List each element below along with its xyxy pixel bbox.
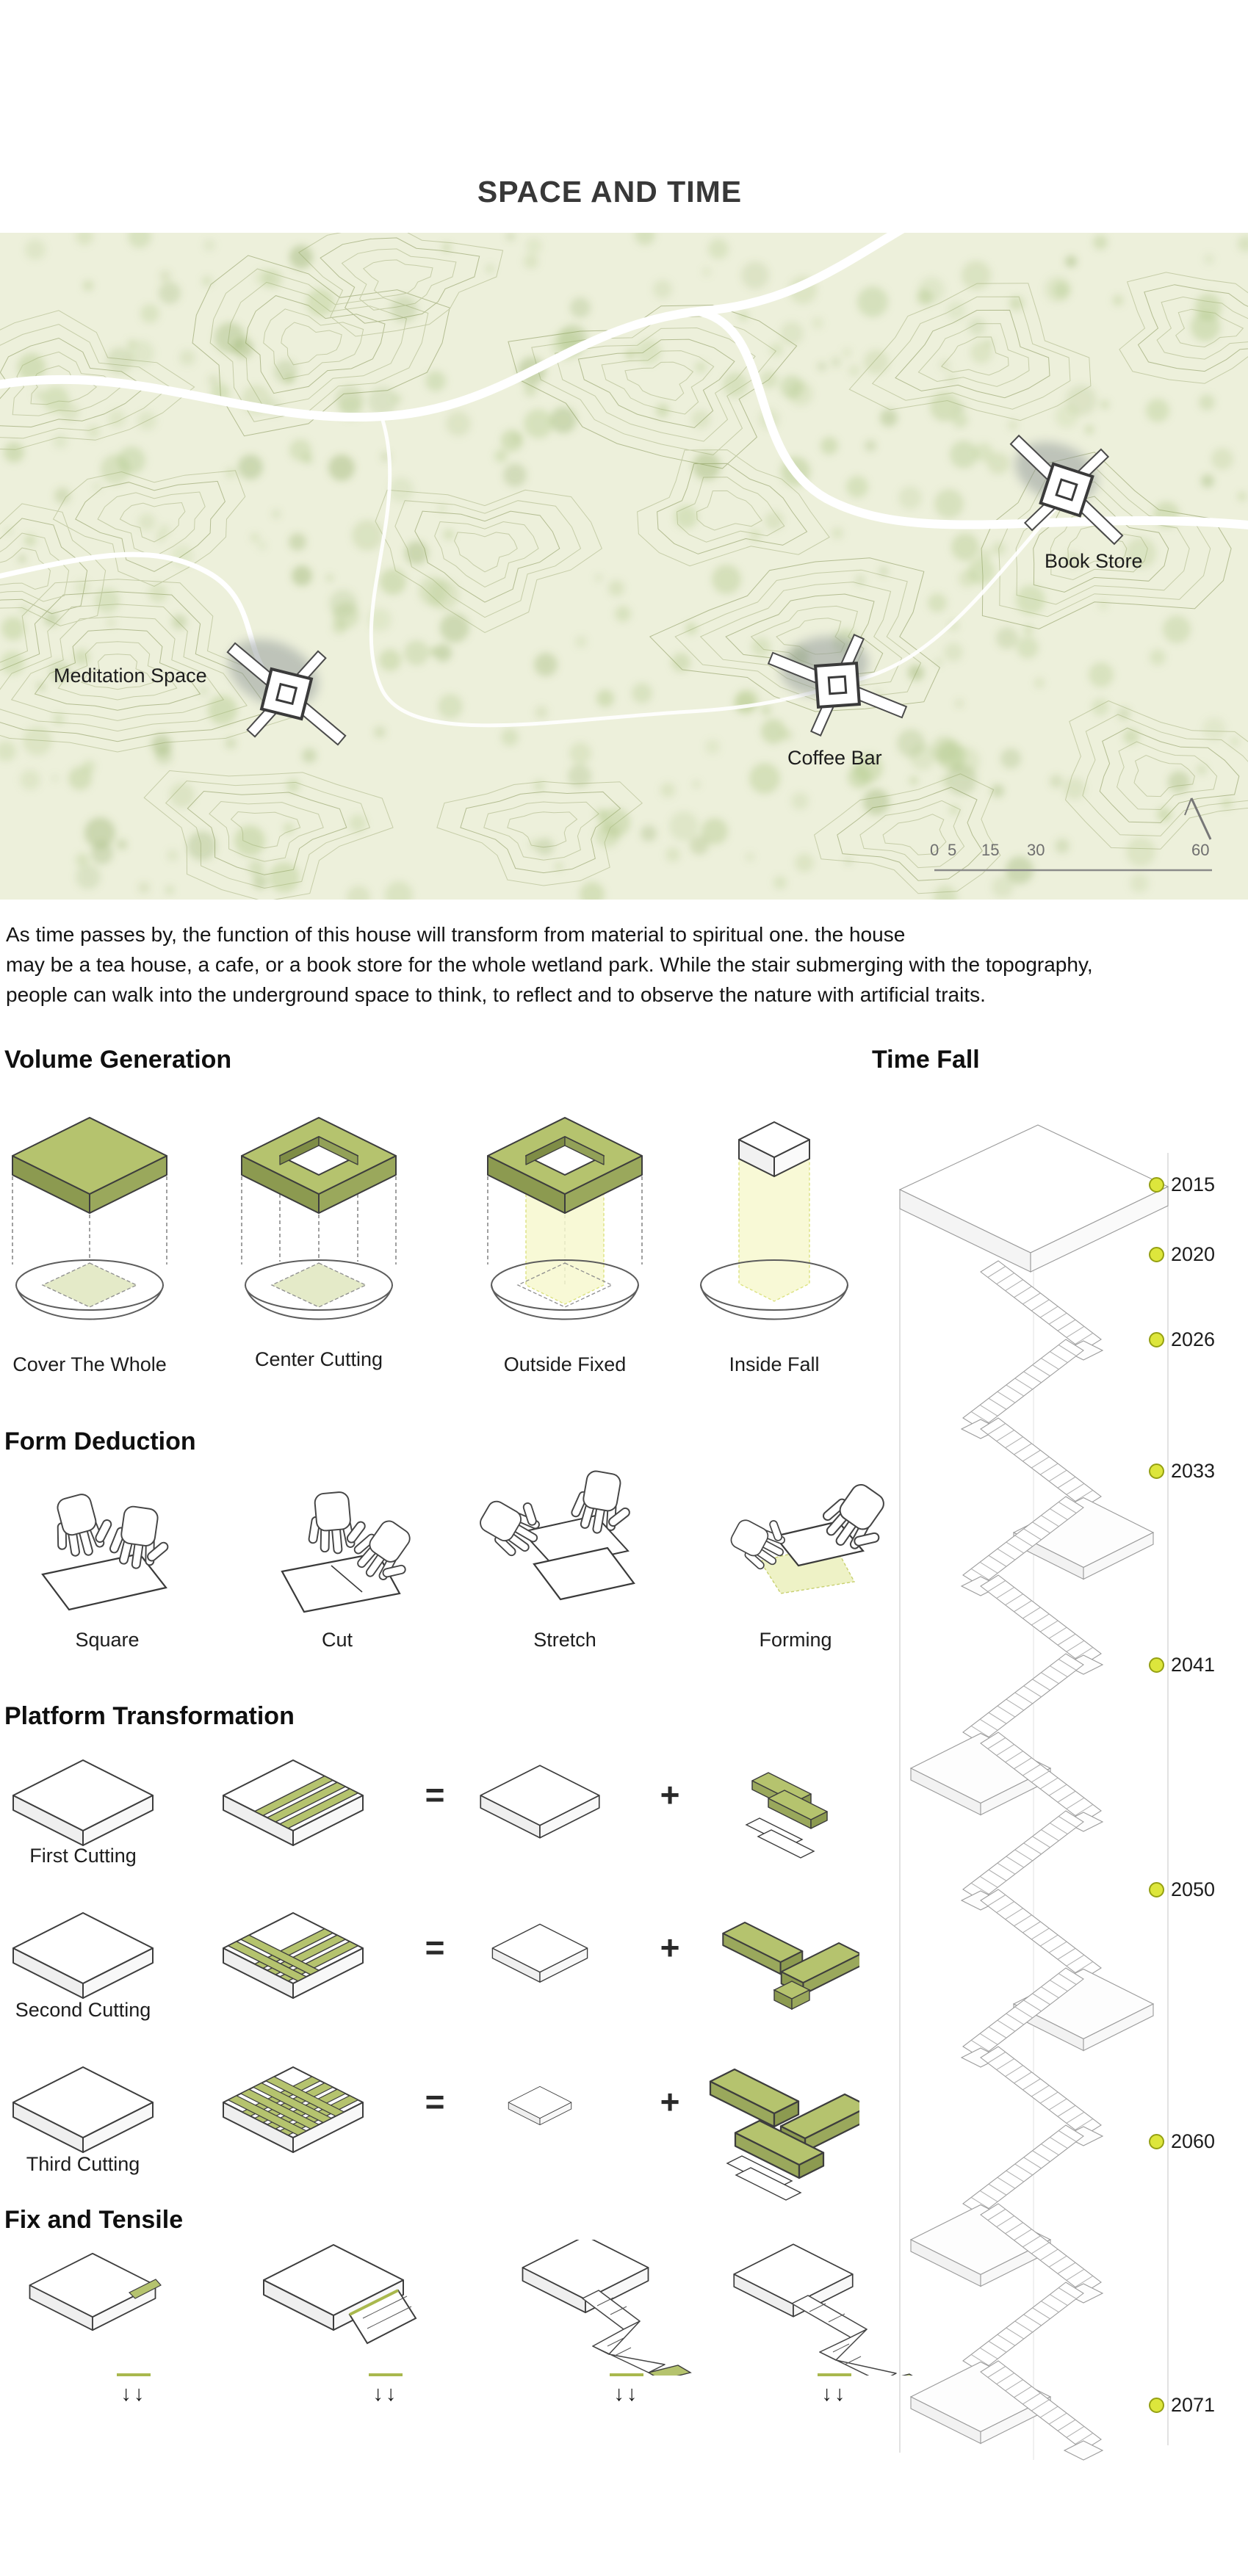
year-label: 2060 xyxy=(1171,2130,1216,2152)
poster-title: SPACE AND TIME xyxy=(477,175,743,209)
year-label: 2015 xyxy=(1171,1173,1216,1195)
map-label-coffee: Coffee Bar xyxy=(787,747,882,769)
year-marker-2041: 2041 xyxy=(1149,1654,1215,1676)
year-dot xyxy=(1149,1177,1164,1193)
diagram-outside-fixed xyxy=(487,1117,643,1320)
description: As time passes by, the function of this … xyxy=(6,919,1243,1010)
platform-row-label-0: First Cutting xyxy=(29,1845,137,1867)
scale-tick-0: 0 xyxy=(930,841,939,859)
diagram-center-cutting xyxy=(241,1117,397,1320)
plus-operator-row1: + xyxy=(660,1776,680,1814)
ground-line-1 xyxy=(117,2373,151,2376)
year-dot xyxy=(1149,1247,1164,1262)
site-map: Meditation Space Coffee Bar Book Store 0… xyxy=(0,233,1248,900)
year-label: 2071 xyxy=(1171,2394,1216,2416)
sketch-cut xyxy=(281,1489,427,1613)
year-marker-2060: 2060 xyxy=(1149,2130,1215,2153)
year-dot xyxy=(1149,1657,1164,1673)
platform-row-label-1: Second Cutting xyxy=(15,1999,151,2021)
year-marker-2026: 2026 xyxy=(1149,1328,1215,1351)
equals-operator-row1: = xyxy=(425,1776,445,1814)
vegetation xyxy=(0,233,1248,900)
pieces-row1 xyxy=(745,1772,828,1859)
scale-tick-60: 60 xyxy=(1191,841,1210,859)
form-diagrams xyxy=(41,1467,896,1613)
diagram-inside-fall xyxy=(700,1121,848,1320)
year-marker-2020: 2020 xyxy=(1149,1243,1215,1266)
scale-tick-5: 5 xyxy=(948,841,957,859)
scale-tick-30: 30 xyxy=(1027,841,1045,859)
scale-tick-15: 15 xyxy=(981,841,1000,859)
platform-row-label-2: Third Cutting xyxy=(26,2153,140,2175)
volume-item-label-3: Inside Fall xyxy=(729,1353,820,1375)
pieces-row3 xyxy=(709,2068,859,2201)
form-item-label-2: Stretch xyxy=(533,1629,596,1651)
fix-diagram-2 xyxy=(263,2244,417,2345)
year-dot xyxy=(1149,2398,1164,2413)
down-arrows-icon-2: ↓↓ xyxy=(372,2382,399,2406)
volume-diagrams xyxy=(12,1117,848,1320)
year-label: 2050 xyxy=(1171,1878,1216,1900)
form-item-label-1: Cut xyxy=(321,1629,353,1651)
description-line-1: As time passes by, the function of this … xyxy=(6,923,906,946)
volume-item-label-2: Outside Fixed xyxy=(503,1353,627,1375)
year-dot xyxy=(1149,1882,1164,1897)
down-arrows-icon-3: ↓↓ xyxy=(613,2382,640,2406)
timefall-heading: Time Fall xyxy=(872,1046,980,1074)
form-item-label-3: Forming xyxy=(759,1629,832,1651)
year-marker-2015: 2015 xyxy=(1149,1173,1215,1196)
map-label-meditation: Meditation Space xyxy=(54,665,207,687)
sketch-square xyxy=(41,1487,176,1611)
time-fall-graphic xyxy=(898,1124,1169,2461)
ground-line-4 xyxy=(818,2373,851,2376)
year-dot xyxy=(1149,1332,1164,1347)
year-dot xyxy=(1149,2134,1164,2149)
year-marker-2050: 2050 xyxy=(1149,1878,1215,1901)
platform-heading: Platform Transformation xyxy=(4,1702,295,1730)
down-arrows-icon-1: ↓↓ xyxy=(120,2382,147,2406)
fix-diagrams xyxy=(29,2240,913,2376)
cut-slab-row2 xyxy=(223,1912,364,1999)
equals-operator-row2: = xyxy=(425,1928,445,1967)
ground-line-3 xyxy=(610,2373,643,2376)
sketch-forming xyxy=(724,1474,896,1594)
volume-item-label-0: Cover The Whole xyxy=(12,1353,167,1375)
north-arrow-icon xyxy=(1184,797,1212,840)
year-label: 2026 xyxy=(1171,1328,1216,1350)
year-label: 2033 xyxy=(1171,1460,1216,1482)
site-map-graphic xyxy=(0,233,1248,900)
plus-operator-row2: + xyxy=(660,1928,680,1967)
description-line-3: people can walk into the underground spa… xyxy=(6,983,986,1006)
form-item-label-0: Square xyxy=(75,1629,140,1651)
year-marker-2033: 2033 xyxy=(1149,1460,1215,1483)
cut-slab-row3 xyxy=(223,2066,364,2153)
cut-slab-row1 xyxy=(223,1759,364,1846)
fix-diagram-4 xyxy=(733,2243,913,2376)
equals-operator-row3: = xyxy=(425,2083,445,2121)
year-marker-2071: 2071 xyxy=(1149,2394,1215,2417)
platform-diagrams xyxy=(12,1759,859,2201)
fix-heading: Fix and Tensile xyxy=(4,2206,184,2234)
volume-heading: Volume Generation xyxy=(4,1046,232,1074)
sketch-stretch xyxy=(472,1467,638,1601)
year-label: 2041 xyxy=(1171,1654,1216,1676)
map-label-book: Book Store xyxy=(1045,550,1143,572)
fix-diagram-1 xyxy=(29,2252,162,2331)
plus-operator-row3: + xyxy=(660,2083,680,2121)
map-background xyxy=(0,233,1248,900)
pieces-row2 xyxy=(722,1921,859,2011)
description-line-2: may be a tea house, a cafe, or a book st… xyxy=(6,953,1093,976)
volume-item-label-1: Center Cutting xyxy=(254,1348,383,1370)
year-label: 2020 xyxy=(1171,1243,1216,1265)
year-dot xyxy=(1149,1464,1164,1479)
down-arrows-icon-4: ↓↓ xyxy=(821,2382,848,2406)
ground-line-2 xyxy=(369,2373,403,2376)
form-heading: Form Deduction xyxy=(4,1428,196,1455)
diagram-cover-the-whole xyxy=(12,1117,167,1320)
fix-diagram-3 xyxy=(522,2240,692,2376)
